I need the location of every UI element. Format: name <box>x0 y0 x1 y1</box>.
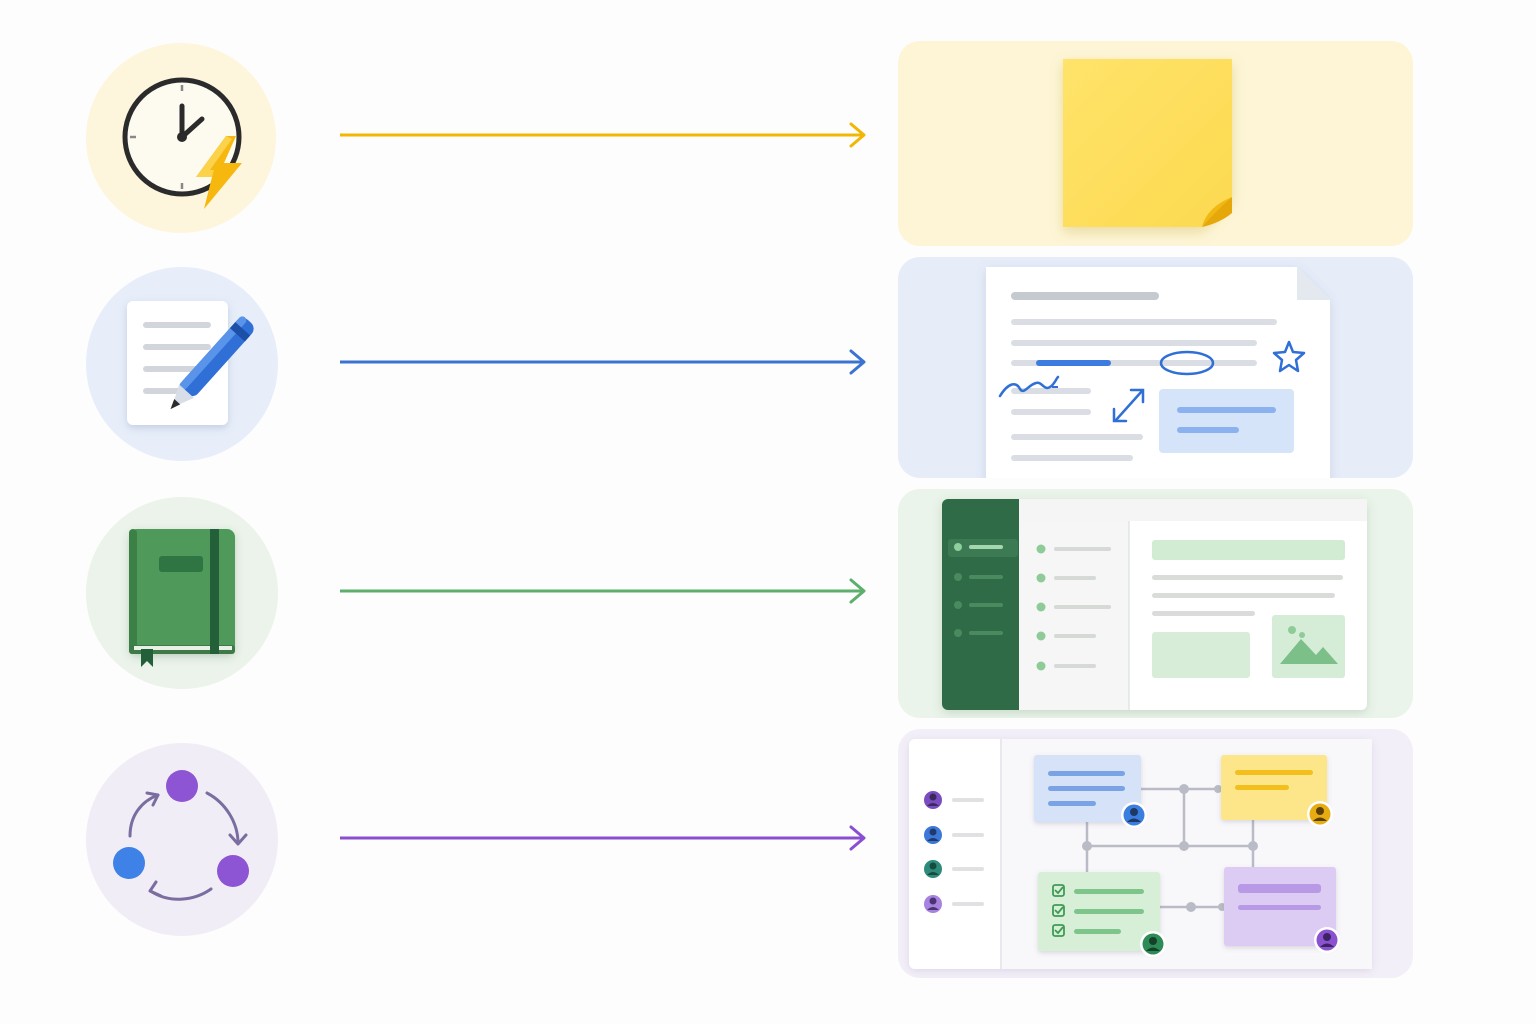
collaborative-whiteboard-illustration <box>909 739 1372 969</box>
collaboration-arrow <box>340 825 866 851</box>
sticky-note-illustration <box>1063 59 1232 227</box>
notebook-arrow <box>340 578 866 604</box>
annotated-document-panel <box>898 257 1413 478</box>
collaborative-whiteboard-panel <box>898 729 1413 978</box>
quick-capture-arrow <box>340 122 866 148</box>
clock-lightning-icon <box>122 77 242 209</box>
annotated-document-illustration <box>986 267 1330 478</box>
row-notebook-icon-circle <box>86 497 278 689</box>
sync-cycle-icon <box>113 770 249 901</box>
row-collaboration-icon-circle <box>86 743 278 936</box>
document-pen-icon <box>127 301 254 425</box>
notebook-app-panel <box>898 489 1413 718</box>
notebook-icon <box>129 529 235 667</box>
sticky-note-panel <box>898 41 1413 246</box>
row-document-markup-icon-circle <box>86 267 278 461</box>
document-markup-arrow <box>340 349 866 375</box>
row-quick-capture-icon-circle <box>86 43 276 233</box>
notebook-app-illustration <box>942 499 1367 710</box>
